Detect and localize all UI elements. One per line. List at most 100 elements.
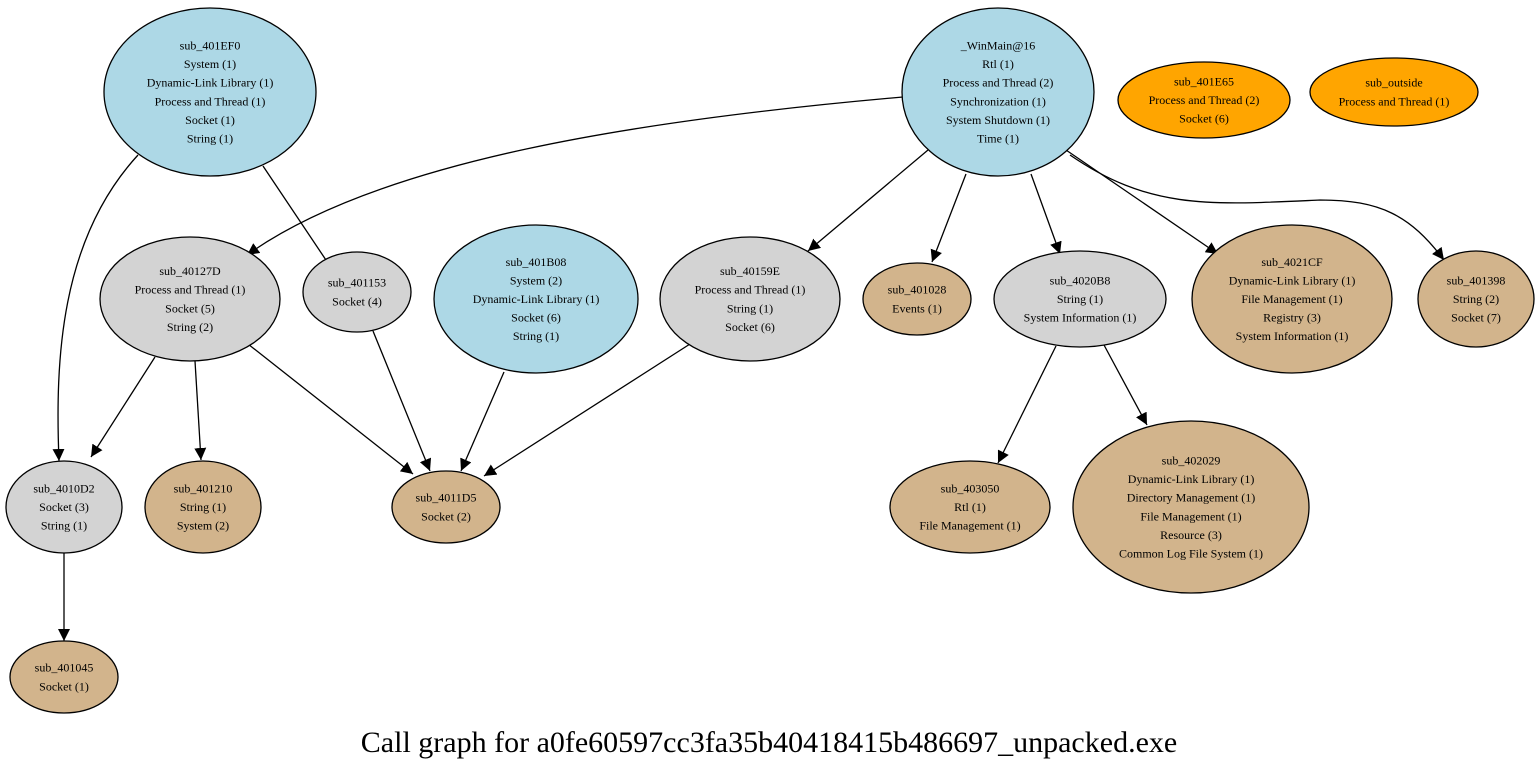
node-api-category: String (1) [41, 519, 87, 533]
node-api-category: System (2) [177, 519, 229, 533]
node-api-category: String (2) [167, 320, 213, 334]
node-title: sub_4020B8 [1050, 273, 1111, 287]
edge-sub_4020B8-to-sub_403050 [997, 345, 1057, 464]
node-api-category: Resource (3) [1160, 528, 1222, 542]
node-shape [993, 250, 1167, 348]
edge-sub_401EF0-to-sub_401153 [262, 165, 335, 273]
node-api-category: Registry (3) [1263, 311, 1321, 325]
edge-_WinMain@16-to-sub_401398 [1069, 154, 1445, 261]
node-api-category: Dynamic-Link Library (1) [473, 292, 600, 306]
edge-layer [52, 96, 1445, 641]
node-api-category: File Management (1) [919, 519, 1020, 533]
node-api-category: Socket (2) [421, 509, 471, 523]
edge-sub_4020B8-to-sub_402029 [1103, 344, 1148, 426]
node-title: sub_401045 [35, 661, 94, 675]
node-shape [659, 236, 841, 362]
edge-_WinMain@16-to-sub_40127D [246, 96, 904, 256]
node-api-category: String (1) [180, 500, 226, 514]
node-api-category: Rtl (1) [954, 500, 986, 514]
node-shape [901, 7, 1095, 177]
edge-_WinMain@16-to-sub_4020B8 [1030, 173, 1062, 255]
node-title: sub_40159E [720, 264, 780, 278]
node-api-category: String (1) [513, 329, 559, 343]
node-api-category: Dynamic-Link Library (1) [147, 76, 274, 90]
edge-_WinMain@16-to-sub_4021CF [1065, 149, 1219, 255]
node-title: _WinMain@16 [960, 39, 1036, 53]
node-title: sub_4011D5 [416, 491, 477, 505]
node-api-category: Socket (5) [165, 301, 215, 315]
node-shape [1309, 57, 1479, 127]
edge-sub_40127D-to-sub_4011D5 [247, 343, 414, 475]
node-api-category: String (1) [1057, 292, 1103, 306]
node-title: sub_402029 [1162, 454, 1221, 468]
node-api-category: System (1) [184, 57, 236, 71]
node-api-category: Socket (1) [185, 113, 235, 127]
edge-sub_401EF0-to-sub_4010D2 [52, 154, 139, 462]
node-shape [5, 460, 123, 554]
node-title: sub_401210 [174, 481, 233, 495]
node-api-category: Common Log File System (1) [1119, 547, 1263, 561]
node-api-category: File Management (1) [1241, 292, 1342, 306]
node-api-category: Rtl (1) [982, 57, 1014, 71]
node-shape [99, 236, 281, 362]
node-api-category: Synchronization (1) [950, 94, 1046, 108]
node-api-category: Socket (6) [725, 320, 775, 334]
node-title: sub_401E65 [1174, 74, 1234, 88]
edge-sub_40127D-to-sub_4010D2 [90, 356, 156, 458]
node-shape [862, 262, 972, 336]
node-api-category: System (2) [510, 273, 562, 287]
node-api-category: String (1) [727, 301, 773, 315]
node-sub-40159e: sub_40159E Process and Thread (1) String (… [659, 236, 841, 362]
node-api-category: Directory Management (1) [1127, 491, 1256, 505]
node-api-category: Socket (4) [332, 294, 382, 308]
node-title: sub_401028 [888, 283, 947, 297]
node-shape [433, 224, 639, 374]
edge-sub_401153-to-sub_4011D5 [372, 330, 432, 472]
node-api-category: Process and Thread (1) [135, 283, 246, 297]
node-api-category: Process and Thread (2) [943, 76, 1054, 90]
node-shape [889, 460, 1051, 554]
node-title: sub_401398 [1447, 273, 1506, 287]
node-shape [1191, 224, 1393, 374]
node-title: sub_401153 [328, 276, 386, 290]
node-api-category: File Management (1) [1140, 509, 1241, 523]
node-title: sub_4021CF [1261, 255, 1323, 269]
node-api-category: Process and Thread (1) [1339, 94, 1450, 108]
node-title: sub_401B08 [506, 255, 567, 269]
node-api-category: Dynamic-Link Library (1) [1229, 273, 1356, 287]
node-api-category: System Information (1) [1236, 329, 1349, 343]
node-shape [302, 251, 412, 333]
node-api-category: String (2) [1453, 292, 1499, 306]
node-shape [1072, 420, 1310, 594]
node-api-category: Socket (6) [1179, 112, 1229, 126]
node-api-category: Events (1) [892, 301, 942, 315]
node-shape [144, 460, 262, 554]
node-api-category: System Information (1) [1024, 311, 1137, 325]
node-api-category: Dynamic-Link Library (1) [1128, 472, 1255, 486]
edge-sub_401B08-to-sub_4011D5 [460, 371, 505, 472]
edge-_WinMain@16-to-sub_40159E [807, 149, 929, 252]
node-api-category: Socket (3) [39, 500, 89, 514]
node-shape [1417, 250, 1535, 348]
node-shape [1117, 61, 1291, 139]
node-api-category: Process and Thread (1) [695, 283, 806, 297]
node-title: sub_403050 [941, 481, 1000, 495]
node-sub-4021cf: sub_4021CF Dynamic-Link Library (1) File M… [1191, 224, 1393, 374]
node-api-category: System Shutdown (1) [946, 113, 1050, 127]
